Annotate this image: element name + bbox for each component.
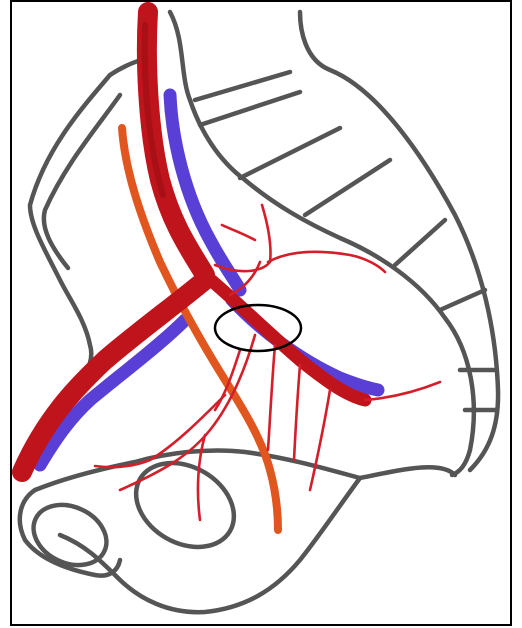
sacrum-segment-6 <box>440 290 485 310</box>
pelvis-lower-boundary <box>35 450 455 490</box>
figure-border <box>11 1 511 625</box>
branch-b1 <box>294 365 300 460</box>
iliac-inner-line <box>44 95 120 268</box>
sacrum-segment-4 <box>305 160 390 215</box>
branch-lateral-sacral <box>268 252 385 272</box>
branch-obturator-3 <box>198 435 205 520</box>
branch-b2 <box>268 345 275 450</box>
pelvic-bone-outline <box>20 12 498 612</box>
branch-superior-gluteal <box>222 225 255 240</box>
sacrum-segment-2 <box>200 92 300 125</box>
sacrum-outer-boundary <box>300 12 498 470</box>
iliac-arteries <box>22 12 365 472</box>
branch-pudendal <box>310 390 330 490</box>
sacrum-segment-5 <box>395 220 445 265</box>
sacrum-segment-3 <box>240 128 340 178</box>
sacrum-segment-1 <box>195 72 290 100</box>
